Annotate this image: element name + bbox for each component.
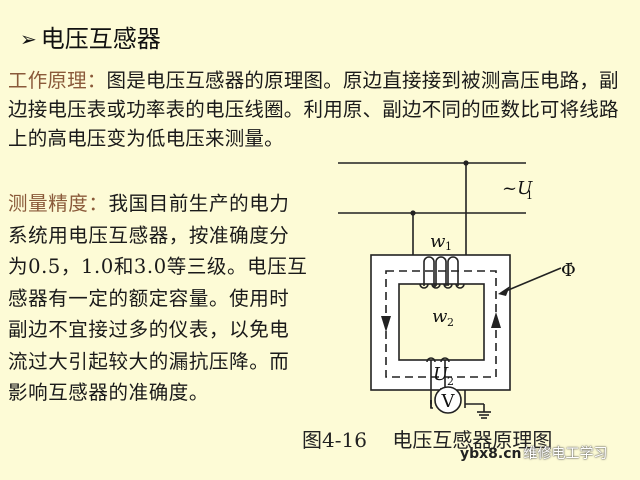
svg-text:1: 1	[445, 240, 452, 253]
watermark-site: ybx8.cn	[460, 446, 522, 462]
principle-text: 图是电压互感器的原理图。原边直接接到被测高压电路，副边接电压表或功率表的电压线圈…	[8, 69, 619, 150]
accuracy-paragraph: 测量精度：我国目前生产的电力系统用电压互感器，按准确度分为0.5，1.0和3.0…	[8, 188, 308, 409]
primary-winding-label: w	[430, 231, 446, 252]
accuracy-text: 我国目前生产的电力系统用电压互感器，按准确度分为0.5，1.0和3.0等三级。电…	[8, 192, 308, 404]
principle-label: 工作原理：	[8, 69, 107, 92]
slide-title: ➢ 电压互感器	[20, 24, 161, 54]
figure-caption: 图4-16 电压互感器原理图	[302, 428, 553, 452]
principle-paragraph: 工作原理：图是电压互感器的原理图。原边直接接到被测高压电路，副边接电压表或功率表…	[8, 66, 628, 153]
secondary-winding-label: w	[432, 306, 448, 327]
voltmeter-icon: V	[430, 386, 462, 414]
arrow-bullet-icon: ➢	[20, 27, 37, 51]
svg-text:2: 2	[447, 316, 454, 329]
title-text: 电压互感器	[40, 25, 161, 53]
secondary-voltage-label: U	[433, 364, 449, 385]
svg-text:1: 1	[526, 189, 533, 202]
flux-label: Φ̇	[561, 260, 576, 281]
voltage-transformer-diagram: V ~U 1 w 1 w 2 U 2 Φ̇	[338, 160, 576, 419]
supply-voltage-label: ~U	[502, 178, 533, 199]
watermark-text: 维修电工学习	[523, 446, 608, 462]
svg-text:V: V	[441, 391, 456, 412]
svg-text:2: 2	[447, 375, 454, 388]
accuracy-label: 测量精度：	[8, 192, 109, 215]
